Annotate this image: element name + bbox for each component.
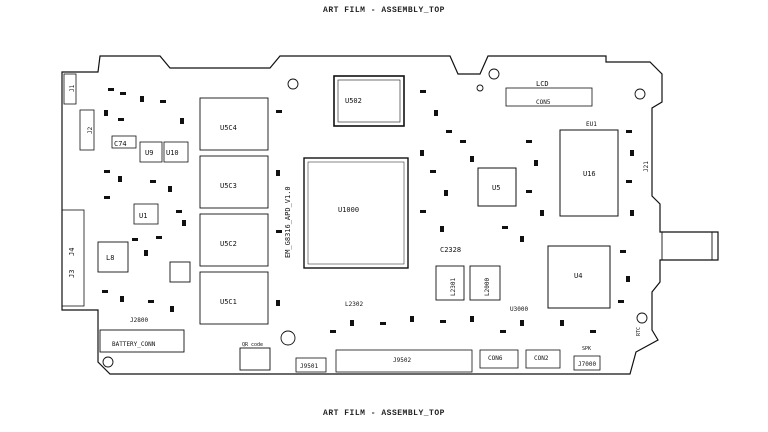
u5c4-label: U5C4 [220, 124, 237, 132]
j2800-label: J2800 [130, 317, 148, 324]
eu1-label: EU1 [586, 121, 597, 128]
j9502-body [335, 349, 473, 373]
u4-body [547, 245, 611, 309]
u1000-body [303, 157, 409, 269]
u10-label: U10 [166, 149, 179, 157]
u9-label: U9 [145, 149, 153, 157]
l2301-body [435, 265, 465, 301]
u10-body [163, 141, 189, 163]
j9502-label: J9502 [393, 357, 411, 364]
l2000-body [469, 265, 501, 301]
header-title: ART FILM - ASSEMBLY_TOP [323, 6, 445, 15]
footer-title: ART FILM - ASSEMBLY_TOP [323, 409, 445, 418]
c74-body [111, 135, 137, 149]
u1000-label: U1000 [338, 206, 359, 214]
j3-label: J3 [68, 270, 76, 278]
con2-body [525, 349, 561, 369]
j4-label: J4 [68, 248, 76, 256]
u502-label: U502 [345, 97, 362, 105]
u4-label: U4 [574, 272, 582, 280]
battery-conn-body [99, 329, 185, 353]
j7000-body [573, 355, 601, 371]
j9501-body [295, 357, 327, 373]
c74-label: C74 [114, 140, 127, 148]
u1-label: U1 [139, 212, 147, 220]
u5-label: U5 [492, 184, 500, 192]
u3000-label: U3000 [510, 306, 528, 313]
con6-label: CON6 [488, 355, 503, 362]
qr-code-label: QR code [242, 342, 263, 348]
j1-label: J1 [69, 84, 76, 92]
con5-label: CON5 [536, 99, 551, 106]
u5c1-label: U5C1 [220, 298, 237, 306]
j1-body [63, 73, 77, 105]
con2-label: CON2 [534, 355, 549, 362]
j7000-label: J7000 [578, 361, 596, 368]
con5-body [505, 87, 593, 107]
qfn-chip [169, 261, 191, 283]
l2302-label: L2302 [345, 301, 363, 308]
u5-body [477, 167, 517, 207]
memory-chips [199, 97, 269, 325]
u16-body [559, 129, 619, 217]
l2301-label: L2301 [450, 278, 457, 296]
board-outline [61, 55, 719, 375]
board-name: EM_G8316_APD_V1.0 [284, 186, 292, 258]
j21-label: J21 [643, 161, 650, 172]
battery-conn-label: BATTERY_CONN [112, 341, 156, 348]
j9501-label: J9501 [300, 363, 318, 370]
u1-body [133, 203, 159, 225]
l8-label: L8 [106, 254, 114, 262]
spk-label: SPK [582, 346, 591, 352]
u9-body [139, 141, 163, 163]
u502-shield [333, 75, 405, 127]
j3-j4-body [61, 209, 85, 307]
u5c2-label: U5C2 [220, 240, 237, 248]
j2-body [79, 109, 95, 151]
l8-body [97, 241, 129, 273]
qr-code-box [239, 347, 271, 371]
u5c3-label: U5C3 [220, 182, 237, 190]
c2328-label: C2328 [440, 246, 461, 254]
con6-body [479, 349, 519, 369]
l2000-label: L2000 [484, 278, 491, 296]
rtc-label: RTC [636, 327, 642, 336]
mounting-holes [102, 68, 648, 368]
j2-label: J2 [87, 126, 94, 134]
passive-components [102, 88, 634, 333]
u16-label: U16 [583, 170, 596, 178]
usb-connector [661, 231, 713, 261]
lcd-label: LCD [536, 80, 549, 88]
